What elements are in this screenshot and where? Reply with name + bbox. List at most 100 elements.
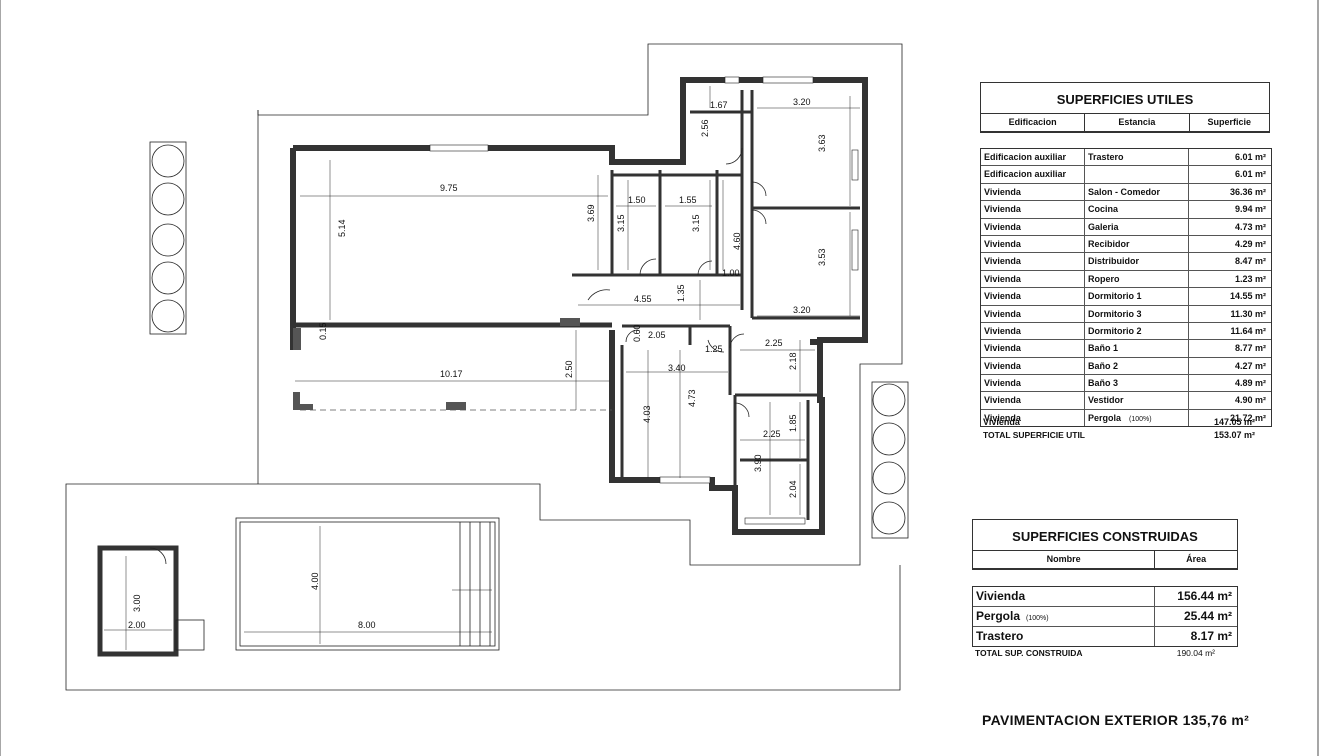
dim-2-50: 2.50 [564,360,574,378]
construida-total-row: TOTAL SUP. CONSTRUIDA 190.04 m² [975,648,1237,658]
dim-2-25-a: 2.25 [765,338,783,348]
utiles-edificacion: Vivienda [981,305,1085,322]
dim-4-00: 4.00 [310,572,320,590]
dim-1-55: 1.55 [679,195,697,205]
pergola [293,318,612,411]
construidas-nombre-note: (100%) [1026,615,1049,622]
dim-0-15: 0.15 [318,322,328,340]
utiles-edificacion: Vivienda [981,340,1085,357]
col-nombre: Nombre [973,551,1156,568]
dim-3-40: 3.40 [668,363,686,373]
construidas-row: Pergola(100%) 25.44 m² [973,607,1237,627]
doors [587,147,767,418]
utiles-estancia-label: Dormitorio 2 [1088,325,1142,336]
utiles-edificacion: Vivienda [981,392,1085,409]
utiles-estancia: Recibidor [1085,235,1189,253]
dim-0-60: 0.60 [632,324,642,342]
subtotal-label: Vivienda [983,417,1020,427]
utiles-estancia-label: Baño 2 [1088,360,1119,371]
utiles-estancia-label: Dormitorio 3 [1088,308,1142,319]
superficies-utiles-columns: Edificacion Estancia Superficie [981,114,1269,132]
superficies-construidas-title: SUPERFICIES CONSTRUIDAS [973,520,1237,551]
dim-3-15-b: 3.15 [691,214,701,232]
utiles-estancia-label: Distribuidor [1088,256,1139,267]
utiles-estancia: Ropero [1085,270,1189,288]
utiles-estancia-label: Vestidor [1088,395,1124,406]
construidas-nombre: Pergola(100%) [973,607,1155,626]
utiles-estancia: Distribuidor [1085,253,1189,270]
col-estancia: Estancia [1085,114,1190,131]
total-value: 153.07 m² [1213,430,1255,440]
dim-3-20-a: 3.20 [793,97,811,107]
superficies-utiles-totals: Vivienda 147.05 m² TOTAL SUPERFICIE UTIL… [980,414,1270,443]
utiles-superficie: 4.89 m² [1234,378,1266,389]
utiles-estancia-label: Ropero [1088,273,1120,284]
utiles-estancia: Galeria [1085,218,1189,235]
superficies-utiles-table-header: SUPERFICIES UTILES Edificacion Estancia … [980,82,1270,133]
utiles-edificacion: Vivienda [981,270,1085,288]
utiles-edificacion: Vivienda [981,235,1085,253]
utiles-estancia-label: Pergola [1088,412,1122,423]
dim-4-03: 4.03 [642,405,652,423]
utiles-edificacion: Vivienda [981,253,1085,270]
utiles-estancia: Dormitorio 2 [1085,322,1189,340]
trastero-building: 3.00 2.00 [97,545,205,657]
utiles-edificacion: Edificacion auxiliar [981,149,1085,166]
construidas-nombre: Vivienda [973,587,1155,606]
construidas-area: 156.44 m² [1177,589,1232,603]
utiles-superficie: 6.01 m² [1234,169,1266,180]
construidas-row: Trastero 8.17 m² [973,627,1237,646]
col-area: Área [1186,554,1207,564]
utiles-estancia-label: Baño 3 [1088,378,1119,389]
dim-2-00: 2.00 [128,620,146,630]
dim-2-25-b: 2.25 [763,429,781,439]
dim-1-00: 1.00 [722,268,740,278]
dimension-labels: 9.75 5.14 3.69 1.50 3.15 1.55 3.15 4.60 … [318,97,827,498]
utiles-edificacion: Vivienda [981,375,1085,392]
utiles-estancia-label: Recibidor [1088,238,1130,249]
dim-9-75: 9.75 [440,183,458,193]
utiles-superficie: 21.72 m² [1229,412,1266,423]
trees-right [871,381,909,539]
construidas-nombre-label: Trastero [976,629,1024,643]
construidas-area: 25.44 m² [1183,609,1232,623]
superficies-construidas-table-header: SUPERFICIES CONSTRUIDAS Nombre Área [972,519,1238,570]
utiles-estancia-label: Dormitorio 1 [1088,291,1142,302]
utiles-edificacion: Vivienda [981,183,1085,201]
utiles-superficie: 36.36 m² [1229,186,1266,197]
dim-1-25: 1.25 [705,344,723,354]
utiles-superficie: 4.29 m² [1234,238,1266,249]
construidas-nombre-label: Vivienda [976,589,1026,603]
utiles-estancia-label: Galeria [1088,221,1119,232]
dim-2-05: 2.05 [648,330,666,340]
superficies-construidas-columns: Nombre Área [973,551,1237,569]
dim-3-15-a: 3.15 [616,214,626,232]
utiles-estancia-label: Cocina [1088,204,1119,215]
construidas-area: 8.17 m² [1190,629,1232,643]
utiles-superficie: 4.90 m² [1234,395,1266,406]
construida-total-value: 190.04 m² [1176,648,1215,658]
swimming-pool: 4.00 8.00 [235,517,500,651]
utiles-superficie: 8.77 m² [1234,343,1266,354]
dim-4-60: 4.60 [732,232,742,250]
utiles-estancia: Baño 2 [1085,357,1189,375]
utiles-estancia: Baño 3 [1085,375,1189,392]
utiles-edificacion: Edificacion auxiliar [981,166,1085,183]
dim-3-00: 3.00 [132,594,142,612]
utiles-superficie: 9.94 m² [1234,204,1266,215]
utiles-estancia [1085,166,1189,183]
dim-2-56: 2.56 [700,119,710,137]
utiles-edificacion: Vivienda [981,201,1085,218]
utiles-estancia-label: Trastero [1088,152,1124,162]
col-edificacion: Edificacion [981,114,1086,131]
utiles-superficie: 4.27 m² [1234,360,1266,371]
